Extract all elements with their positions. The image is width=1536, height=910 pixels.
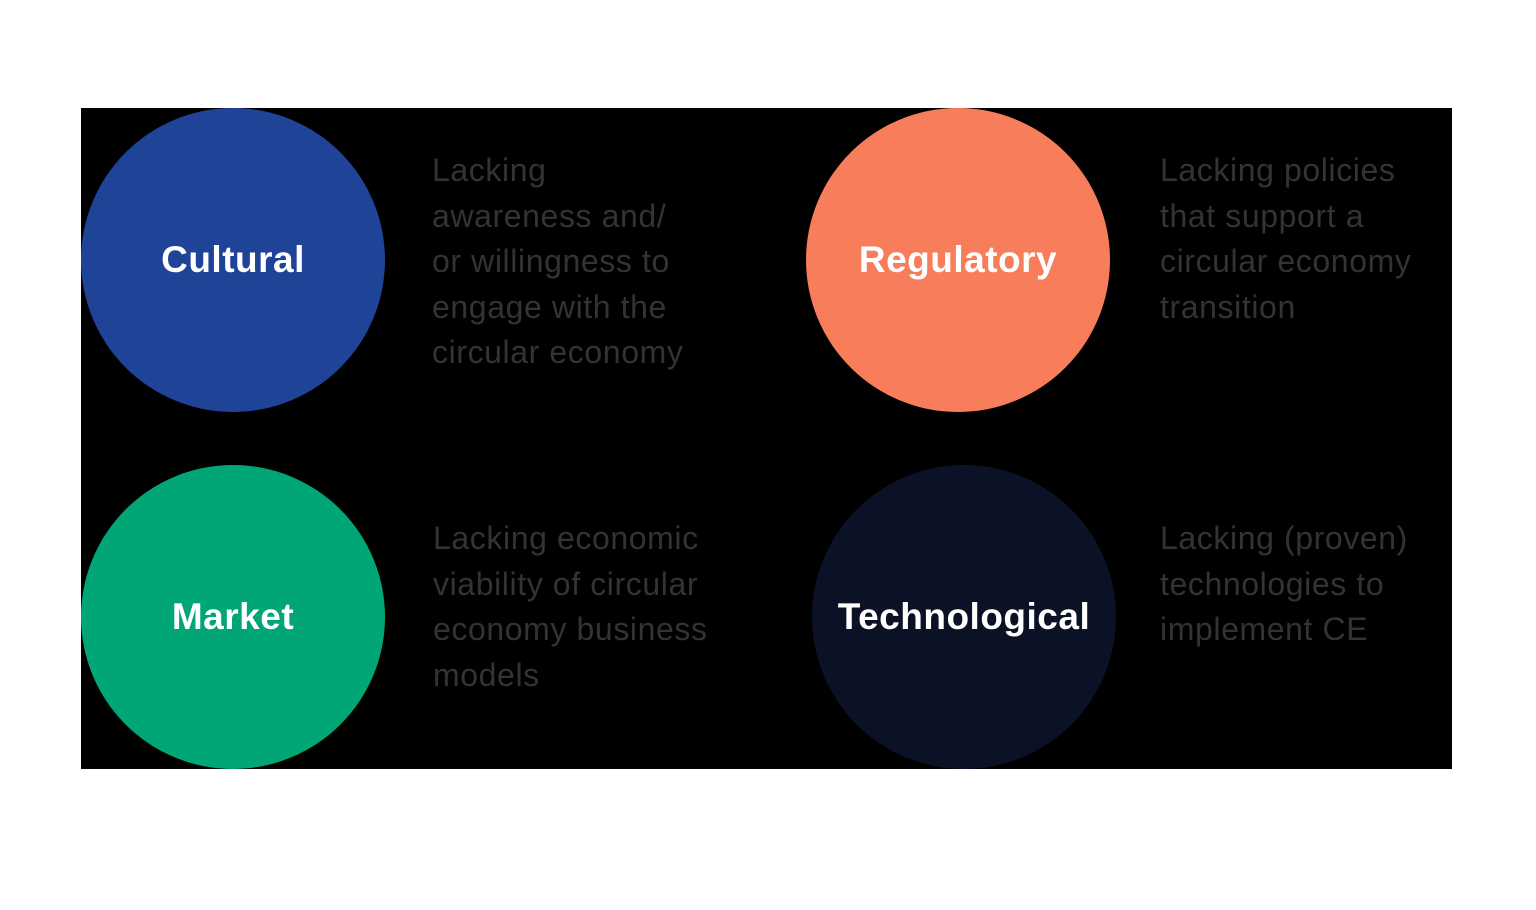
market-description: Lacking economic viability of circular e… <box>433 520 708 693</box>
regulatory-description: Lacking policies that support a circular… <box>1160 152 1412 325</box>
technological-label: Technological <box>837 596 1091 637</box>
cultural-label: Cultural <box>161 239 305 280</box>
regulatory-circle: Regulatory <box>806 108 1110 412</box>
technological-circle: Technological <box>812 465 1116 769</box>
market-circle: Market <box>81 465 385 769</box>
technological-description: Lacking (proven) technologies to impleme… <box>1160 520 1408 647</box>
barriers-panel: Cultural Lacking awareness and/ or willi… <box>81 108 1452 769</box>
market-label: Market <box>171 596 295 637</box>
regulatory-label: Regulatory <box>858 239 1058 280</box>
cultural-circle: Cultural <box>81 108 385 412</box>
cultural-description: Lacking awareness and/ or willingness to… <box>432 152 684 370</box>
